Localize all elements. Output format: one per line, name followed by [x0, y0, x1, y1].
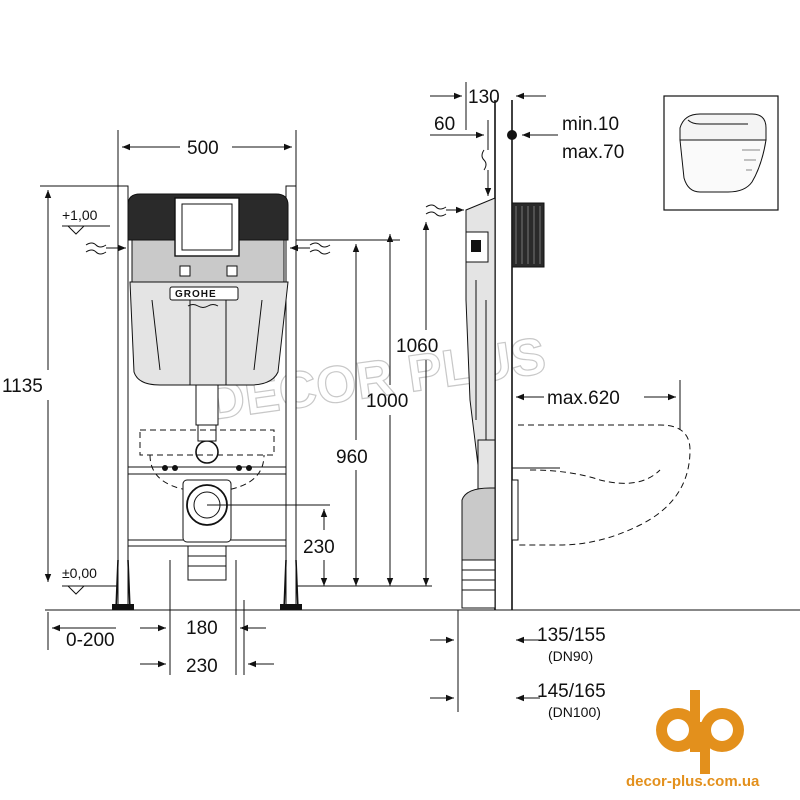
wall-reference-dot	[507, 130, 517, 140]
cistern-clip-right	[226, 265, 238, 277]
water-inlet-icon	[481, 149, 492, 196]
dim-230v-label: 230	[303, 537, 335, 558]
dim-1135-label: 1135	[2, 376, 43, 397]
dim-drain2-label: 145/165	[537, 681, 606, 702]
frame-feet	[115, 559, 299, 611]
water-inlet-icon	[85, 242, 126, 255]
cistern-clip-left	[179, 265, 191, 277]
cistern: GROHE	[127, 193, 289, 386]
bowl-outline-front	[139, 429, 275, 456]
level-marker-icon	[62, 225, 110, 235]
bolt-1	[162, 465, 168, 471]
flush-plate-grooves	[515, 206, 541, 264]
decor-plus-logo	[656, 690, 744, 774]
level-marker-icon	[62, 585, 118, 595]
dim-1060-label: 1060	[396, 336, 438, 357]
drain-bend	[461, 487, 496, 561]
bolt-3	[236, 465, 242, 471]
bowl-curve-front	[149, 454, 265, 493]
level-top-label: +1,00	[62, 207, 98, 223]
dim-wall-min-label: min.10	[562, 114, 619, 135]
drain-connector	[477, 439, 496, 496]
dim-drain1-label: 135/155	[537, 625, 606, 646]
bowl-rim-side	[529, 469, 661, 484]
waste-pipe	[187, 545, 227, 581]
cistern-body-lower	[129, 281, 289, 386]
foot-plate-left	[112, 604, 134, 610]
flush-pipe-outlet	[195, 440, 219, 464]
grohe-logo-text: GROHE	[175, 289, 217, 300]
level-floor-label: ±0,00	[62, 565, 97, 581]
frame-crossbar-upper	[127, 466, 287, 475]
drain-pipe-rings	[462, 569, 495, 591]
flush-plate-inner	[181, 203, 233, 251]
cistern-side-ribs	[475, 280, 487, 440]
water-inlet-icon	[290, 242, 331, 255]
frame-post-right	[285, 185, 297, 611]
frame-post-left	[117, 185, 129, 611]
dim-wall-max-label: max.70	[562, 142, 624, 163]
dim-1000-label: 1000	[366, 391, 408, 412]
flush-pipe	[195, 384, 219, 426]
waste-pipe-rings	[188, 555, 226, 567]
dim-drain1-dn: (DN90)	[548, 648, 593, 664]
bowl-outline-side	[518, 424, 691, 546]
dim-960-label: 960	[336, 447, 368, 468]
bolt-2	[172, 465, 178, 471]
dim-620-label: max.620	[547, 388, 620, 409]
cistern-ribs	[151, 299, 263, 385]
website-label: decor-plus.com.ua	[626, 773, 760, 790]
bolt-4	[246, 465, 252, 471]
dim-130-label: 130	[468, 87, 500, 108]
dim-0200-label: 0-200	[66, 630, 115, 651]
grohe-logo-badge	[169, 286, 239, 301]
dim-500-label: 500	[187, 138, 219, 159]
grohe-logo-wave	[187, 304, 219, 308]
dim-60-label: 60	[434, 114, 455, 135]
water-inlet-icon	[425, 204, 464, 217]
dim-230h-label: 230	[186, 656, 218, 677]
foot-plate-right	[280, 604, 302, 610]
dim-180-label: 180	[186, 618, 218, 639]
wall-bolt-bracket	[511, 479, 519, 541]
drain-pipe	[461, 559, 496, 609]
toilet-bowl-thumbnail-icon	[663, 95, 779, 211]
dim-drain2-dn: (DN100)	[548, 704, 601, 720]
front-view: GROHE 500	[2, 130, 438, 677]
flush-pipe-elbow	[197, 424, 217, 442]
inlet-valve	[471, 240, 481, 252]
side-view: 130 60 min.10 max.70 max.620 135/155 (DN…	[300, 82, 800, 720]
